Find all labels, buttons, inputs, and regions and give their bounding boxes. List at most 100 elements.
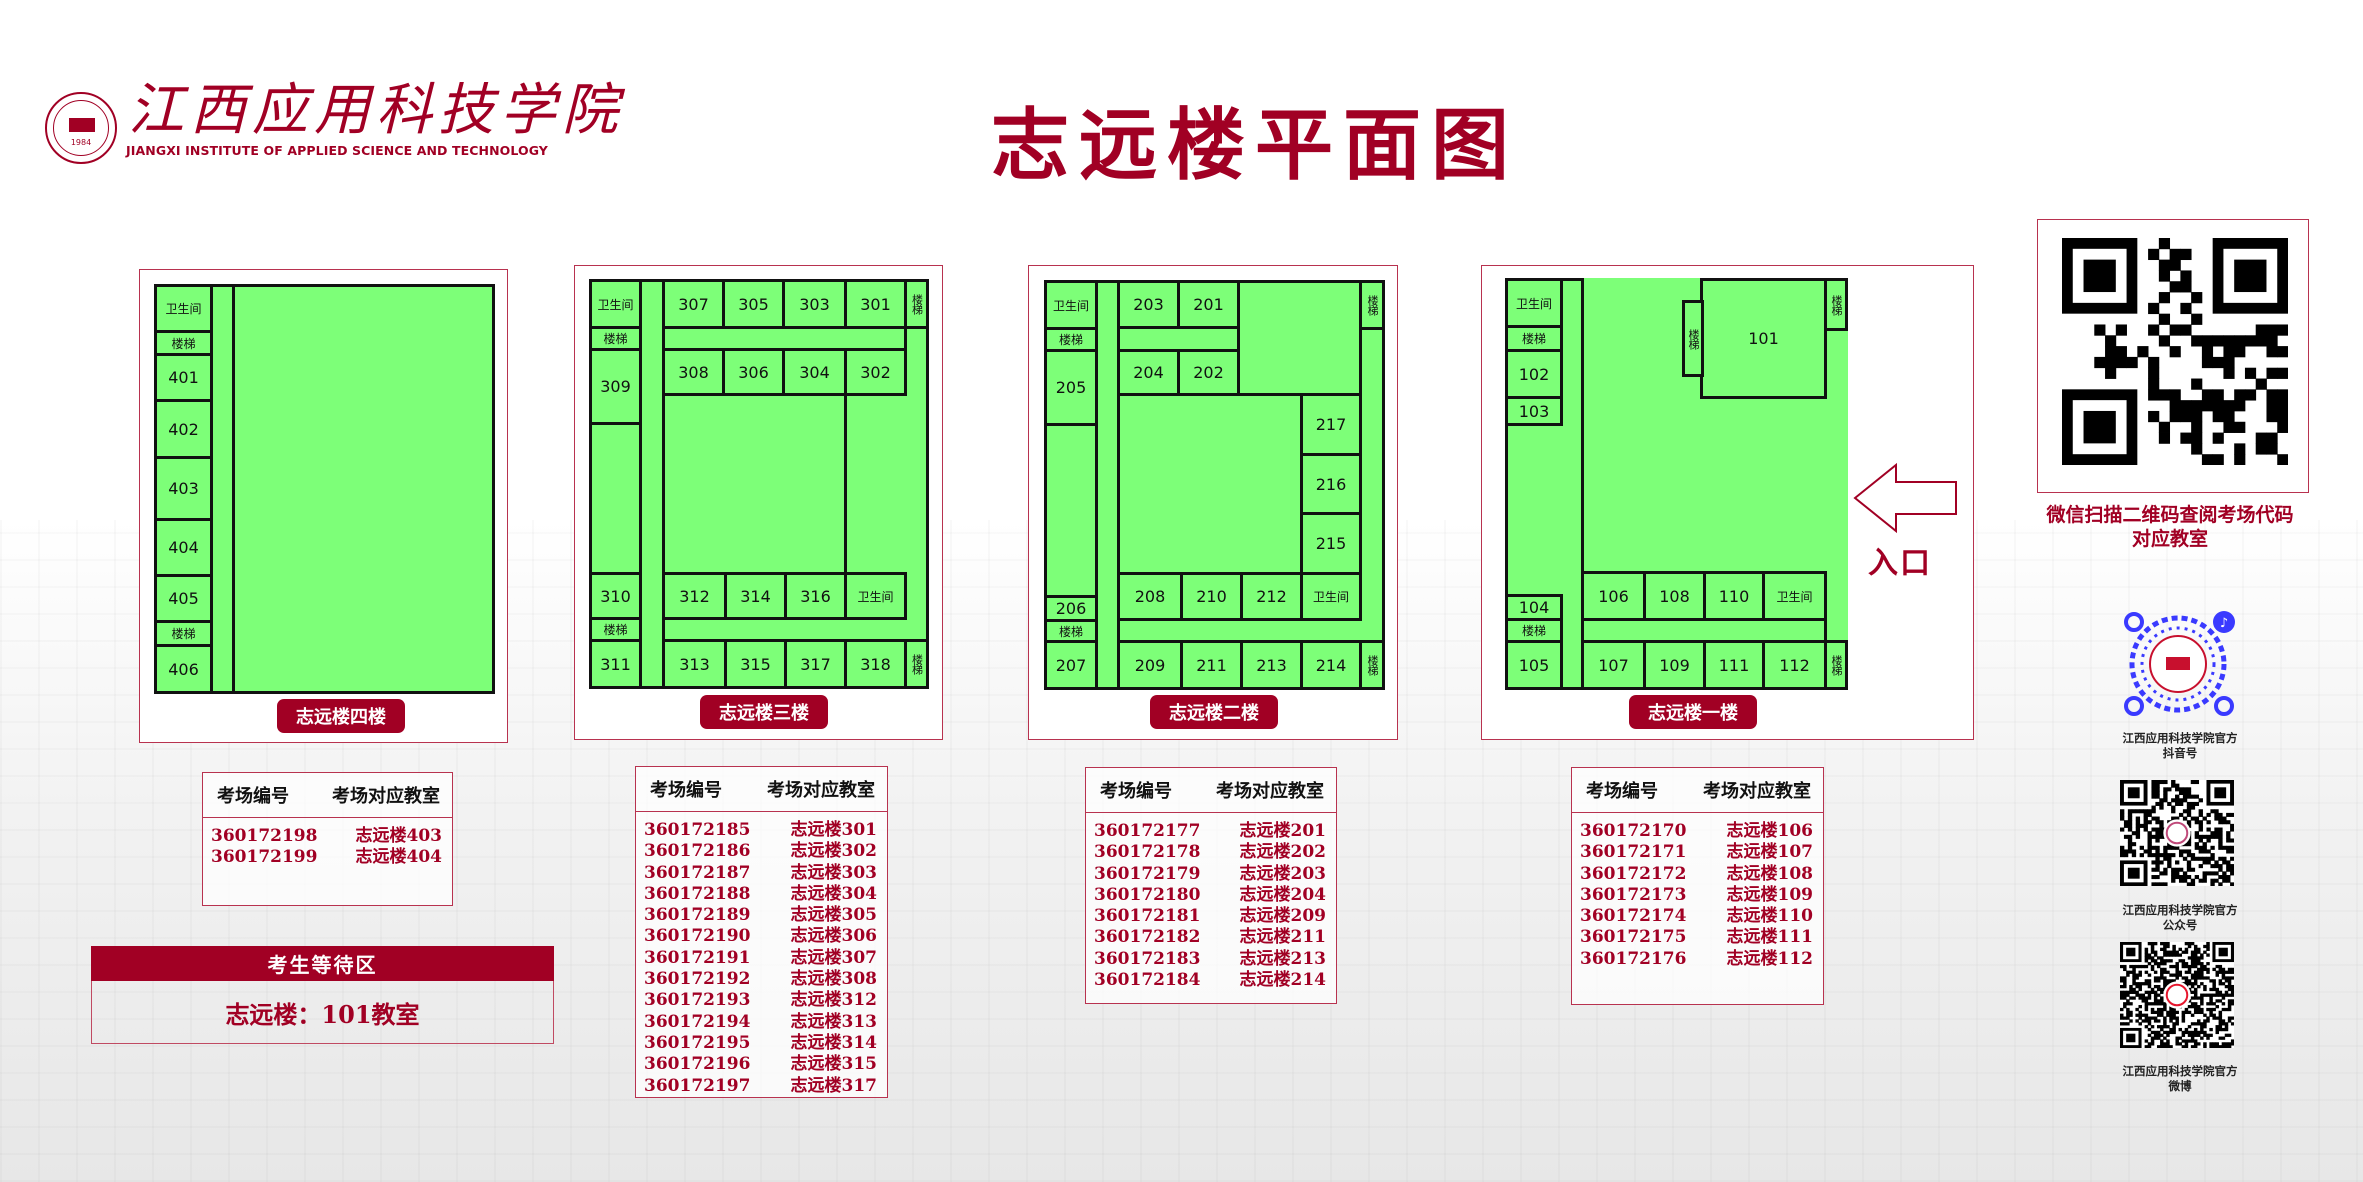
classroom: 志远楼403 [355, 826, 443, 846]
waiting-area-title: 考生等待区 [91, 946, 554, 981]
stairs: 楼梯 [1824, 278, 1848, 331]
floor-4-label: 志远楼四楼 [277, 699, 405, 733]
douyin-code-icon[interactable]: ♪ [2120, 608, 2238, 718]
exam-code: 360172189 [644, 905, 751, 926]
exam-code: 360172179 [1094, 863, 1201, 884]
exam-code: 360172185 [644, 820, 751, 840]
exam-code: 360172175 [1580, 927, 1687, 948]
room-311: 311 [589, 639, 642, 689]
room-318: 318 [844, 639, 907, 689]
entrance-label: 入口 [1868, 546, 1932, 581]
room-108: 108 [1643, 571, 1706, 621]
exam-code: 360172171 [1580, 842, 1687, 863]
stairs: 楼梯 [1505, 325, 1563, 352]
wechat-caption-line1: 江西应用科技学院官方 [2122, 903, 2238, 917]
exam-lookup-qr-icon[interactable] [2062, 238, 2288, 465]
weibo-qr-icon[interactable] [2120, 942, 2234, 1048]
restroom: 卫生间 [1044, 280, 1098, 330]
room-216: 216 [1300, 453, 1362, 515]
header-exam-code: 考场编号 [650, 780, 722, 801]
header-classroom: 考场对应教室 [1216, 781, 1324, 802]
room-213: 213 [1240, 640, 1303, 690]
floor-1-label: 志远楼一楼 [1629, 695, 1757, 729]
wechat-official-qr-icon[interactable] [2120, 780, 2234, 886]
room-203: 203 [1117, 280, 1180, 329]
classroom: 志远楼106 [1726, 821, 1814, 841]
room-214: 214 [1300, 640, 1362, 690]
exam-code: 360172177 [1094, 821, 1201, 841]
classroom: 志远楼314 [790, 1032, 878, 1053]
restroom: 卫生间 [844, 572, 907, 620]
exam-code: 360172188 [644, 883, 751, 904]
room-402: 402 [154, 399, 213, 459]
room-404: 404 [154, 518, 213, 577]
exam-code: 360172194 [644, 1011, 751, 1032]
classroom: 志远楼304 [790, 883, 878, 904]
classroom: 志远楼312 [790, 990, 878, 1011]
stairs: 楼梯 [1682, 300, 1704, 377]
entrance-arrow-icon [1853, 462, 1957, 534]
header-exam-code: 考场编号 [1586, 781, 1658, 802]
classroom: 志远楼201 [1239, 821, 1327, 841]
header-classroom: 考场对应教室 [1703, 781, 1811, 802]
room-406: 406 [154, 644, 213, 694]
corridor-block [210, 284, 235, 694]
exam-code: 360172182 [1094, 927, 1201, 948]
table-row: 360172184 志远楼214 [1094, 970, 1326, 991]
room-107: 107 [1581, 640, 1646, 690]
table-row: 360172177 志远楼201 [1094, 821, 1326, 842]
classroom: 志远楼305 [790, 905, 878, 926]
weibo-caption-line1: 江西应用科技学院官方 [2122, 1064, 2238, 1078]
classroom: 志远楼214 [1239, 970, 1327, 991]
classroom: 志远楼112 [1726, 948, 1814, 969]
header-classroom: 考场对应教室 [767, 780, 875, 801]
exam-code: 360172197 [644, 1075, 751, 1096]
room-104: 104 [1505, 594, 1563, 621]
corridor-block [1117, 393, 1303, 575]
table-header: 考场编号考场对应教室 [1086, 768, 1336, 813]
exam-code: 360172178 [1094, 842, 1201, 863]
exam-code: 360172184 [1094, 970, 1201, 991]
exam-code: 360172199 [211, 847, 318, 868]
corridor-block [1044, 423, 1098, 598]
room-102: 102 [1505, 349, 1563, 399]
stairs: 楼梯 [904, 639, 929, 689]
room-204: 204 [1117, 349, 1180, 396]
room-310: 310 [589, 572, 642, 620]
room-105: 105 [1505, 640, 1563, 690]
corridor-block [1237, 280, 1362, 396]
exam-code: 360172181 [1094, 906, 1201, 927]
stairs: 楼梯 [1824, 640, 1848, 690]
exam-code: 360172173 [1580, 884, 1687, 905]
exam-code: 360172192 [644, 969, 751, 990]
wechat-caption-line2: 公众号 [2162, 918, 2198, 932]
exam-code: 360172187 [644, 862, 751, 883]
classroom: 志远楼108 [1726, 863, 1814, 884]
exam-code: 360172174 [1580, 906, 1687, 927]
room-303: 303 [782, 279, 847, 329]
header-classroom: 考场对应教室 [332, 786, 440, 807]
room-313: 313 [662, 639, 727, 689]
room-111: 111 [1703, 640, 1765, 690]
room-211: 211 [1180, 640, 1243, 690]
classroom: 志远楼204 [1239, 884, 1327, 905]
qr-caption-line2: 对应教室 [2131, 528, 2208, 550]
